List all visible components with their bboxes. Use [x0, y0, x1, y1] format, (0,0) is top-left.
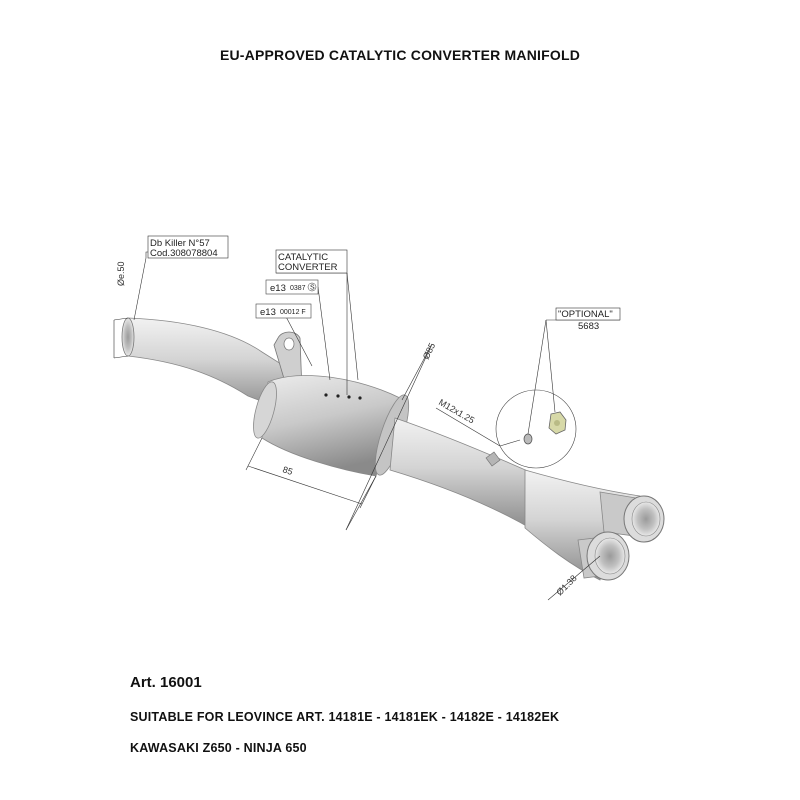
approval-1-code: 0387	[290, 285, 306, 292]
catalytic-label-1: CATALYTIC	[278, 252, 328, 263]
db-killer-label: Db Killer N°57	[150, 238, 210, 249]
dim-body-length: 85	[281, 464, 294, 477]
optional-box	[555, 307, 621, 321]
approval-badge-1	[265, 279, 319, 295]
optional-code: 5683	[578, 321, 599, 332]
approval-badge-2	[255, 303, 312, 319]
approval-2-code: 00012 F	[280, 309, 306, 316]
washer	[523, 433, 533, 445]
db-killer-box	[147, 235, 229, 259]
inlet-opening	[121, 317, 135, 357]
approval-1-suffix: S	[310, 285, 315, 292]
approval-1-mark: e13	[270, 283, 286, 294]
dim-thread: M12x1.25	[437, 397, 476, 425]
optional-detail-circle	[495, 389, 577, 469]
converter-end-inlet	[253, 381, 277, 439]
approval-2-mark: e13	[260, 307, 276, 318]
vehicle-models: KAWASAKI Z650 - NINJA 650	[130, 741, 307, 755]
dim-outlet: Ø1.38	[554, 573, 578, 597]
db-killer-code: Cod.308078804	[150, 248, 218, 259]
compatibility-line: SUITABLE FOR LEOVINCE ART. 14181E - 1418…	[130, 710, 560, 724]
dim-inlet: Øe.50	[116, 261, 126, 286]
article-number: Art. 16001	[130, 674, 202, 691]
page-title: EU-APPROVED CATALYTIC CONVERTER MANIFOLD	[219, 47, 581, 63]
catalytic-box	[275, 249, 348, 274]
catalytic-label-2: CONVERTER	[278, 262, 338, 273]
optional-label: "OPTIONAL"	[558, 309, 613, 320]
bracket-hole	[283, 337, 295, 351]
dim-body-diameter: Ø85	[421, 341, 437, 361]
